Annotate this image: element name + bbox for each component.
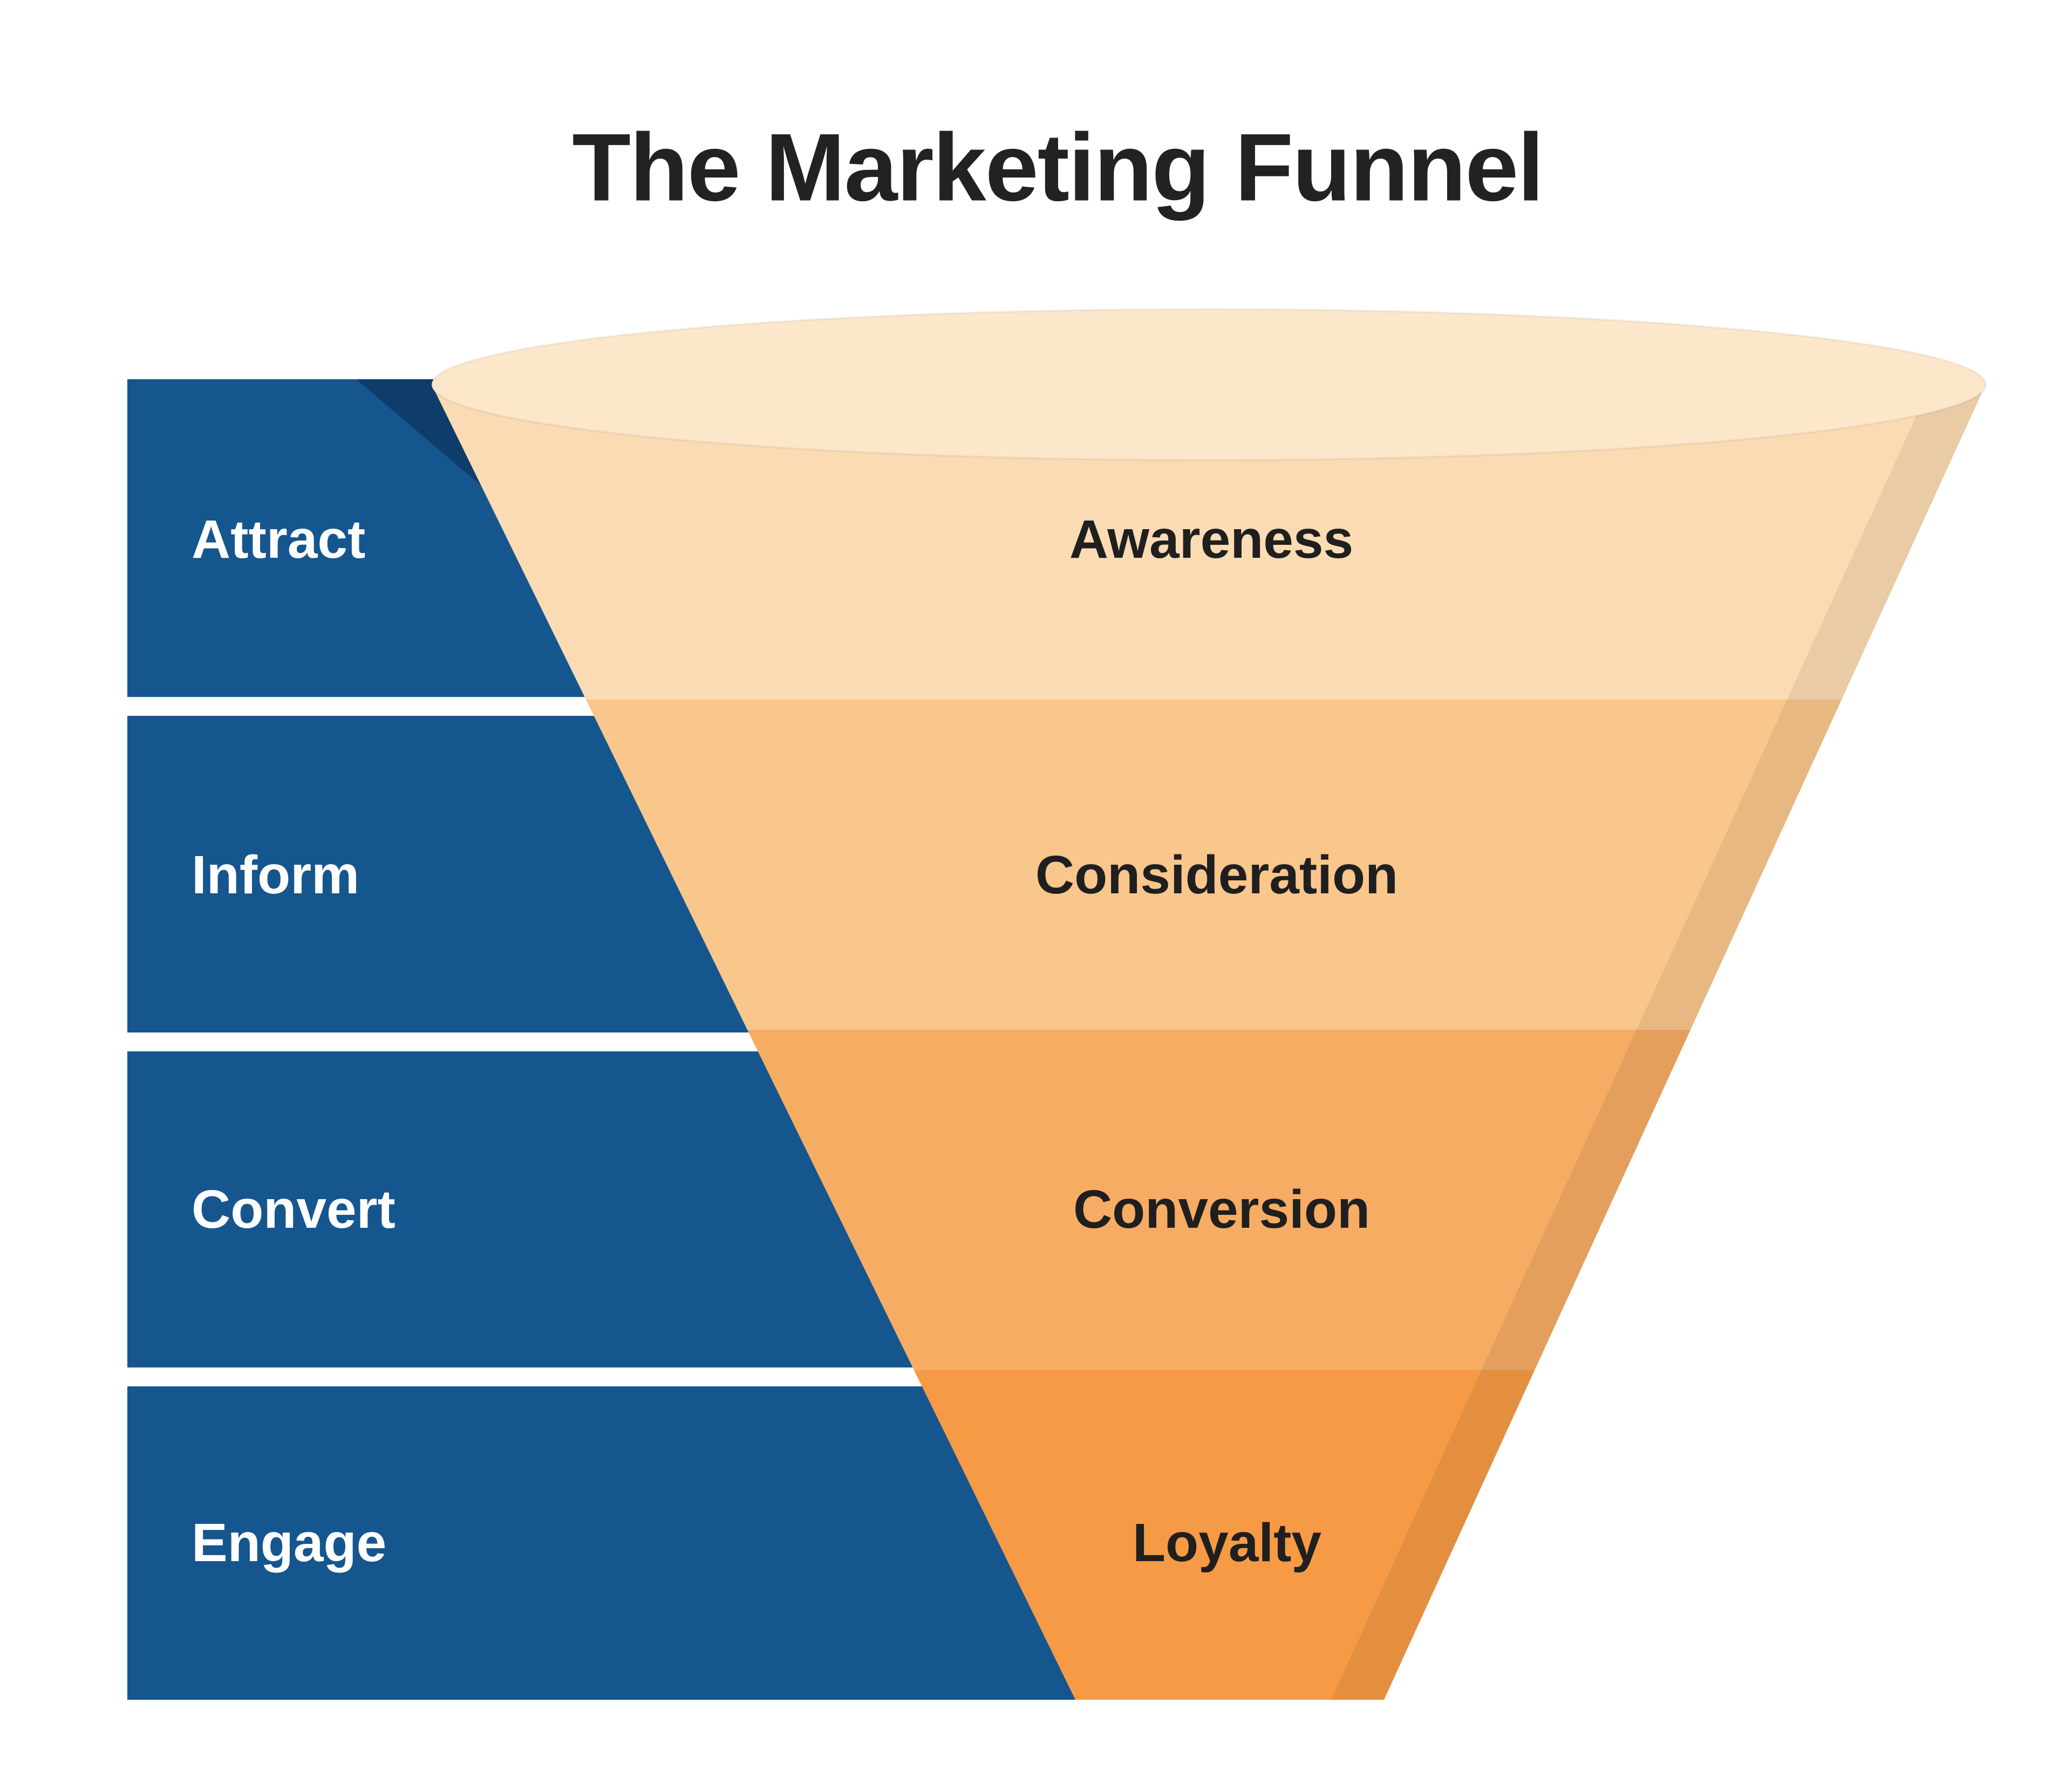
- stage-label-awareness: Awareness: [1069, 509, 1353, 570]
- bar-label-inform: Inform: [192, 845, 359, 905]
- bar-label-attract: Attract: [192, 509, 365, 570]
- bar-engage: [127, 1386, 1119, 1700]
- bar-label-convert: Convert: [192, 1179, 396, 1240]
- funnel-top-opening: [431, 308, 1987, 461]
- funnel-side-shading: [1331, 385, 1986, 1700]
- funnel-band-consideration: [586, 700, 1842, 1030]
- bar-inform: [127, 716, 792, 1032]
- bar-label-engage: Engage: [192, 1513, 386, 1573]
- bar-convert: [127, 1051, 956, 1367]
- stage-label-loyalty: Loyalty: [1133, 1513, 1321, 1573]
- stage-label-conversion: Conversion: [1073, 1179, 1370, 1240]
- stage-label-consideration: Consideration: [1035, 845, 1398, 905]
- page-title: The Marketing Funnel: [572, 114, 1543, 221]
- funnel-band-awareness: [432, 385, 1986, 700]
- funnel-band-loyalty: [914, 1370, 1535, 1700]
- funnel-band-conversion: [747, 1030, 1691, 1370]
